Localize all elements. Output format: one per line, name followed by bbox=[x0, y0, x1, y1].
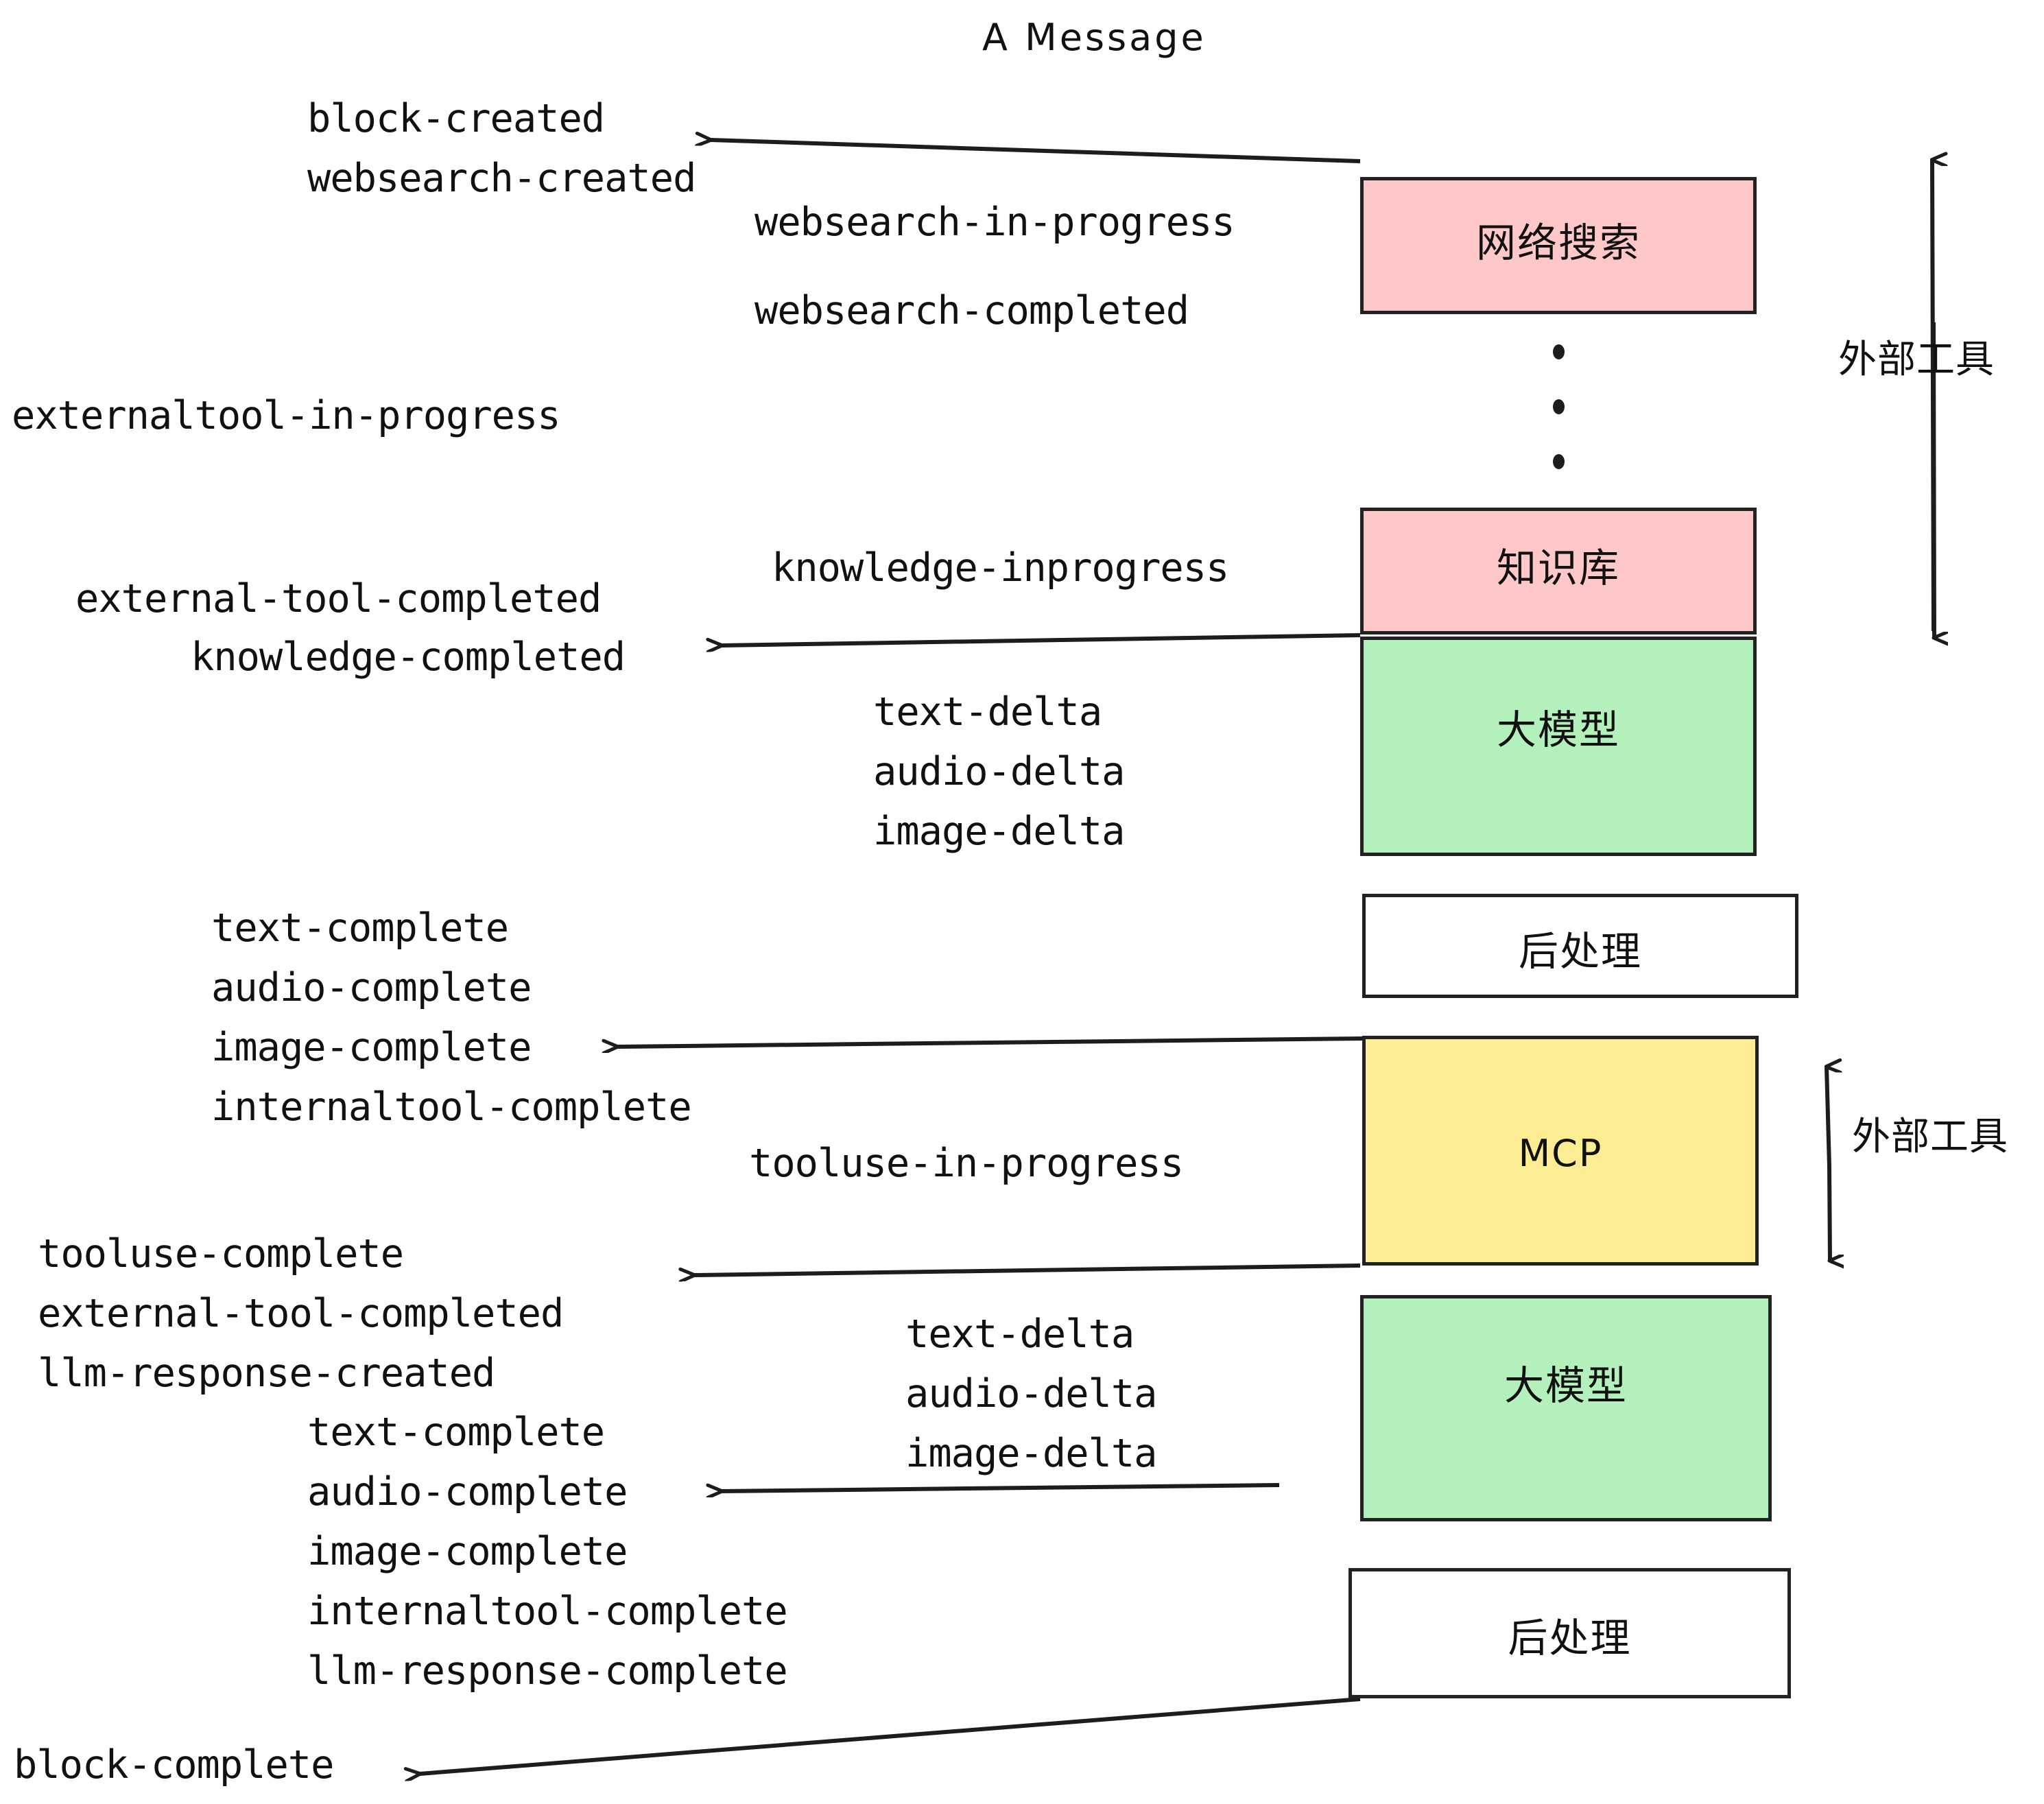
node-mcp[interactable]: MCP bbox=[1362, 1036, 1759, 1266]
event-label-audio-delta-2: audio-delta bbox=[905, 1371, 1157, 1416]
node-postprocess-2-label: 后处理 bbox=[1508, 1615, 1632, 1661]
event-label-knowledge-inprogress: knowledge-inprogress bbox=[772, 545, 1229, 591]
event-label-image-delta-1: image-delta bbox=[873, 809, 1125, 854]
event-label-image-complete-2: image-complete bbox=[307, 1529, 628, 1574]
node-postprocess-1-label: 后处理 bbox=[1518, 928, 1642, 975]
event-label-tooluse-complete: tooluse-complete bbox=[38, 1231, 404, 1277]
event-label-text-delta-2: text-delta bbox=[905, 1312, 1134, 1357]
event-label-internaltool-complete-1: internaltool-complete bbox=[211, 1084, 692, 1130]
node-mcp-label: MCP bbox=[1518, 1132, 1603, 1175]
event-label-websearch-created: websearch-created bbox=[307, 156, 696, 201]
arrow-llm2-to-audio-complete bbox=[722, 1483, 1280, 1491]
arrow-postprocess2-to-block-complete bbox=[420, 1697, 1361, 1774]
node-knowledge[interactable]: 知识库 bbox=[1360, 508, 1757, 634]
event-label-external-tool-completed-1: external-tool-completed bbox=[75, 576, 602, 621]
arrow-mcp-to-tooluse-complete bbox=[694, 1263, 1361, 1275]
event-label-internaltool-complete-2: internaltool-complete bbox=[307, 1589, 788, 1634]
side-label-external-tool-bottom: 外部工具 bbox=[1852, 1115, 2008, 1159]
node-knowledge-label: 知识库 bbox=[1496, 545, 1620, 591]
arrow-external-tool-top-up bbox=[1932, 160, 1934, 632]
node-postprocess-2[interactable]: 后处理 bbox=[1348, 1568, 1791, 1698]
ellipsis-dot bbox=[1553, 344, 1565, 359]
event-label-text-delta-1: text-delta bbox=[873, 689, 1102, 735]
node-websearch[interactable]: 网络搜索 bbox=[1360, 177, 1757, 314]
node-llm-1[interactable]: 大模型 bbox=[1360, 637, 1757, 856]
event-label-image-complete-1: image-complete bbox=[211, 1025, 532, 1070]
event-label-llm-response-created: llm-response-created bbox=[38, 1351, 495, 1396]
event-label-audio-complete-1: audio-complete bbox=[211, 965, 532, 1010]
event-label-block-created: block-created bbox=[307, 96, 605, 141]
event-label-image-delta-2: image-delta bbox=[905, 1431, 1157, 1476]
node-websearch-label: 网络搜索 bbox=[1475, 219, 1641, 266]
event-label-tooluse-in-progress: tooluse-in-progress bbox=[749, 1141, 1184, 1186]
side-label-external-tool-top: 外部工具 bbox=[1838, 337, 1995, 382]
node-llm-2[interactable]: 大模型 bbox=[1360, 1295, 1772, 1521]
event-label-websearch-in-progress: websearch-in-progress bbox=[754, 200, 1235, 245]
node-llm-1-label: 大模型 bbox=[1496, 707, 1620, 753]
event-label-knowledge-completed: knowledge-completed bbox=[191, 634, 626, 680]
event-label-websearch-completed: websearch-completed bbox=[754, 288, 1189, 333]
ellipsis-dot bbox=[1553, 399, 1565, 414]
arrow-knowledge-to-knowledge-completed bbox=[722, 633, 1361, 645]
event-label-text-complete-2: text-complete bbox=[307, 1410, 605, 1455]
event-label-externaltool-in-progress: externaltool-in-progress bbox=[12, 393, 561, 438]
event-label-audio-delta-1: audio-delta bbox=[873, 749, 1125, 794]
event-label-external-tool-completed-2: external-tool-completed bbox=[38, 1291, 564, 1336]
arrow-mcp-to-image-complete bbox=[617, 1036, 1363, 1047]
event-label-block-complete: block-complete bbox=[14, 1742, 334, 1788]
event-label-audio-complete-2: audio-complete bbox=[307, 1469, 628, 1515]
ellipsis-dot bbox=[1553, 454, 1565, 469]
event-label-text-complete-1: text-complete bbox=[211, 905, 509, 951]
arrow-external-tool-bottom-down bbox=[1827, 1165, 1830, 1261]
arrow-websearch-to-block-created bbox=[711, 140, 1361, 163]
node-postprocess-1[interactable]: 后处理 bbox=[1362, 894, 1798, 998]
event-label-llm-response-complete: llm-response-complete bbox=[307, 1648, 788, 1694]
arrow-external-tool-bottom-up bbox=[1827, 1067, 1829, 1167]
node-llm-2-label: 大模型 bbox=[1504, 1362, 1628, 1409]
diagram-title: A Message bbox=[982, 16, 1207, 59]
